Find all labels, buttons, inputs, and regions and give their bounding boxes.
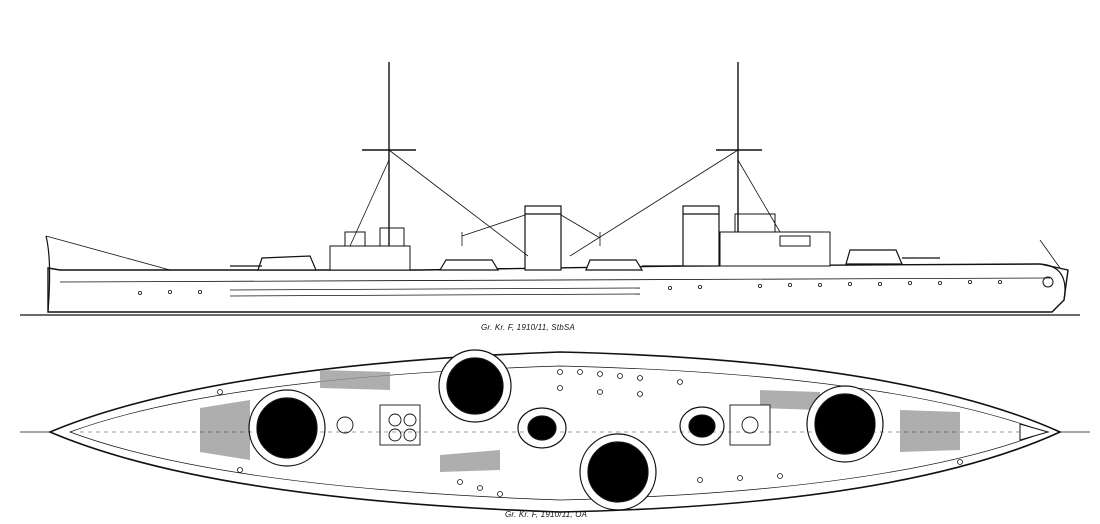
rigging: [45, 149, 1061, 271]
side-view-caption: Gr. Kr. F, 1910/11, StbSA: [481, 323, 575, 332]
turret-c: [587, 441, 649, 503]
turret-a: [256, 397, 318, 459]
forward-superstructure: [329, 227, 411, 271]
hull-profile: [47, 263, 1069, 313]
hawse-pipe: [1042, 276, 1054, 288]
aft-funnel: [682, 205, 720, 267]
stern-post: [1039, 263, 1066, 301]
turret-b: [446, 357, 504, 415]
turret-d: [814, 393, 876, 455]
plan-view: [20, 349, 1090, 513]
porthole-row: [137, 279, 1003, 295]
deck-fittings: [217, 369, 963, 497]
plan-funnels: [517, 406, 725, 449]
plan-view-caption: Gr. Kr. F, 1910/11, OA: [505, 510, 588, 519]
plan-turrets: [248, 349, 884, 511]
hatch-areas: [200, 370, 960, 472]
side-elevation-view: [20, 62, 1080, 316]
funnels: [524, 205, 720, 271]
bridge-fittings: [336, 404, 771, 446]
side-turrets: [230, 249, 940, 271]
bow-fittings: [1019, 423, 1050, 441]
bow-stem: [45, 235, 51, 313]
aft-superstructure: [719, 213, 831, 267]
fore-funnel: [524, 205, 562, 271]
